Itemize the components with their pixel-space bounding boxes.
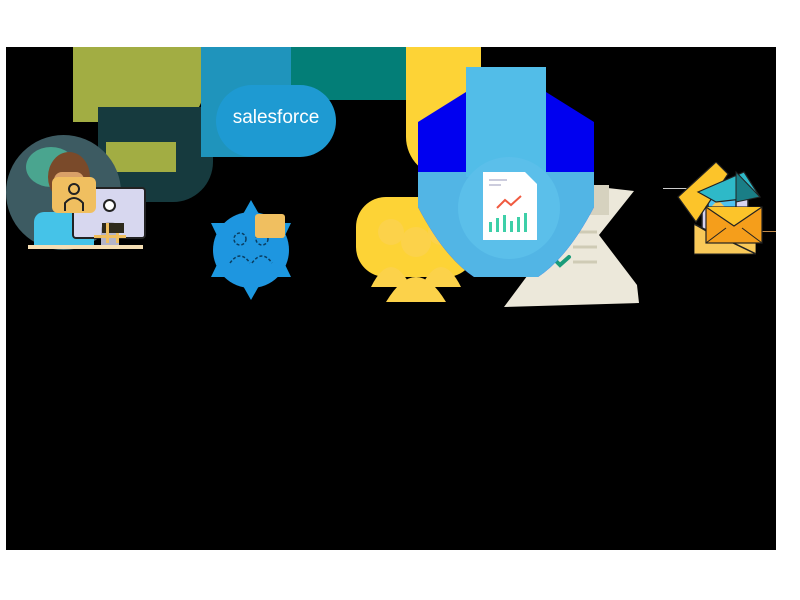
connector-line xyxy=(663,188,700,189)
certified-badge-icon xyxy=(211,200,291,300)
salesforce-logo xyxy=(216,85,336,157)
diagram-canvas: salesforce xyxy=(6,47,776,550)
connector-line xyxy=(756,231,776,232)
report-chart-icon xyxy=(483,172,537,240)
card-icon xyxy=(255,214,285,238)
email-envelopes-icon xyxy=(677,162,763,244)
salesforce-label: salesforce xyxy=(232,107,320,128)
olive-accent-shape xyxy=(106,142,176,172)
delivery-truck-icon xyxy=(94,223,126,243)
contact-person-icon xyxy=(64,183,84,211)
desk xyxy=(28,245,143,249)
